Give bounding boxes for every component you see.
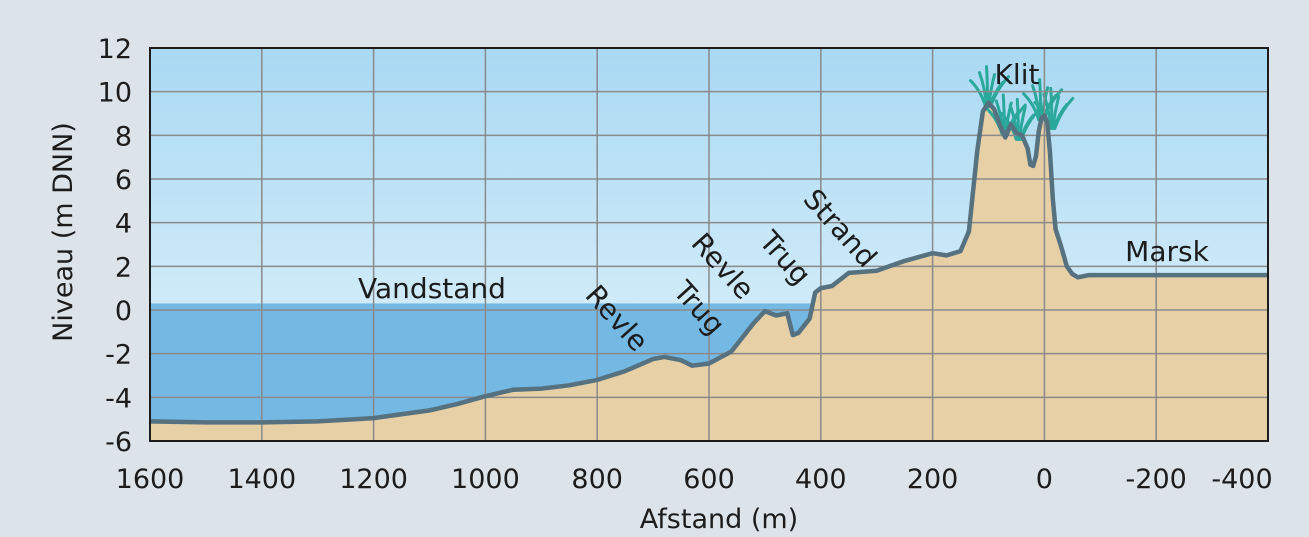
- x-tick-label: 200: [907, 464, 959, 495]
- y-tick-label: -6: [105, 427, 132, 458]
- x-tick-label: 400: [795, 464, 847, 495]
- grass-blade: [1038, 78, 1043, 122]
- x-tick-label: 1400: [227, 464, 296, 495]
- x-axis-title: Afstand (m): [640, 504, 798, 535]
- x-tick-label: -400: [1211, 464, 1272, 495]
- x-tick-label: -200: [1126, 464, 1187, 495]
- x-tick-label: 600: [683, 464, 735, 495]
- terrain-profile: [150, 102, 1268, 441]
- x-tick-label: 0: [1036, 464, 1053, 495]
- x-tick-label: 1200: [339, 464, 408, 495]
- y-tick-label: 0: [115, 296, 132, 327]
- grass-blade: [1053, 96, 1075, 130]
- y-tick-label: 4: [115, 209, 132, 240]
- label-marsh: Marsk: [1125, 235, 1209, 268]
- y-tick-label: 10: [98, 78, 132, 109]
- grass-blade: [1051, 94, 1061, 130]
- y-tick-label: -2: [105, 340, 132, 371]
- grass-blade: [1022, 92, 1041, 122]
- profile-outline: [149, 100, 1268, 425]
- y-tick-label: 2: [115, 252, 132, 283]
- grass-blade: [985, 65, 990, 109]
- x-tick-labels: 1600 1400 1200 1000 800 600 400 200 0 -200 -400: [116, 464, 1273, 495]
- label-water-level: Vandstand: [358, 272, 506, 305]
- y-tick-label: -4: [105, 383, 132, 414]
- grass-blade: [969, 79, 987, 109]
- plot-frame: [149, 47, 1269, 442]
- y-tick-label: 6: [115, 165, 132, 196]
- y-axis-title: Niveau (m DNN): [48, 122, 79, 342]
- y-tick-labels: 12 10 8 6 4 2 0 -2 -4 -6: [98, 34, 132, 458]
- x-tick-label: 1600: [116, 464, 185, 495]
- grass-blade: [1049, 86, 1054, 130]
- y-tick-label: 12: [98, 34, 132, 65]
- x-tick-label: 1000: [451, 464, 520, 495]
- x-tick-label: 800: [571, 464, 623, 495]
- y-tick-label: 8: [115, 121, 132, 152]
- label-dune: Klit: [995, 58, 1040, 91]
